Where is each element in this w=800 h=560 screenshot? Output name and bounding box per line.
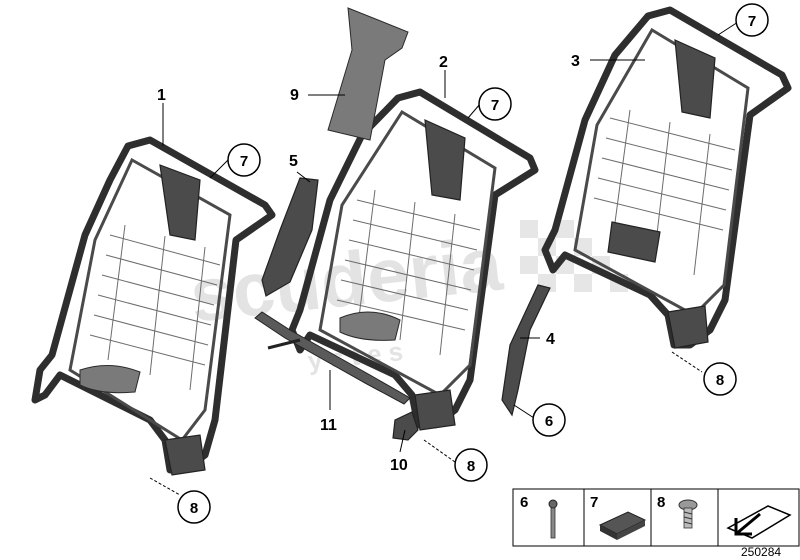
callout-circle-8-left: 8 — [177, 490, 211, 524]
svg-text:6: 6 — [545, 413, 553, 430]
svg-text:8: 8 — [190, 500, 198, 517]
svg-text:8: 8 — [657, 494, 665, 511]
side-cover-part — [501, 284, 551, 417]
screw-leaders — [149, 351, 703, 496]
seat-backrest-frame-right — [541, 6, 792, 349]
seat-backrest-frame-middle — [288, 88, 539, 431]
svg-text:8: 8 — [716, 372, 724, 389]
legend-cell-8: 8 — [657, 494, 698, 529]
svg-text:6: 6 — [520, 494, 528, 511]
callout-3: 3 — [571, 53, 580, 70]
backrest-wire-grid-left — [89, 224, 221, 391]
svg-text:7: 7 — [240, 153, 248, 170]
watermark: scuderia y s t e s — [186, 220, 628, 376]
document-number: 250284 — [741, 545, 781, 559]
circled-callouts: 7 7 7 8 8 8 6 — [177, 3, 769, 524]
callout-circle-8-middle: 8 — [454, 448, 488, 482]
callout-10: 10 — [390, 457, 408, 474]
callout-circle-7-right: 7 — [735, 3, 769, 37]
callout-2: 2 — [439, 54, 448, 71]
svg-text:8: 8 — [467, 458, 475, 475]
bolt-icon — [548, 499, 558, 539]
legend-cell-7: 7 — [590, 494, 647, 540]
legend-cell-arrow — [726, 505, 792, 539]
legend-cell-6: 6 — [520, 494, 558, 539]
bracket-part — [392, 411, 419, 441]
svg-text:7: 7 — [491, 97, 499, 114]
callout-11: 11 — [320, 417, 337, 434]
callout-4: 4 — [546, 331, 555, 348]
seat-backrest-frame-left — [31, 136, 276, 476]
backrest-plate-part — [327, 7, 409, 141]
callout-circle-6: 6 — [532, 403, 566, 437]
arrow-direction-icon — [726, 505, 792, 539]
callout-circle-7-middle: 7 — [478, 87, 512, 121]
leader-lines — [162, 21, 739, 453]
foam-pad-icon — [598, 511, 647, 540]
callout-1: 1 — [157, 87, 166, 104]
backrest-wire-grid-right — [593, 109, 736, 276]
cross-bar-part — [254, 311, 411, 405]
svg-text:7: 7 — [748, 13, 756, 30]
callout-9: 9 — [290, 87, 299, 104]
callout-5: 5 — [289, 153, 298, 170]
callout-labels: 1 2 3 4 5 9 10 11 — [157, 53, 580, 474]
screw-icon — [678, 499, 698, 529]
callout-circle-8-right: 8 — [703, 362, 737, 396]
parts-legend: 6 7 8 — [512, 488, 800, 547]
side-trim-part — [261, 177, 319, 297]
callout-circle-7-left: 7 — [227, 143, 261, 177]
svg-text:7: 7 — [590, 494, 598, 511]
backrest-wire-grid-middle — [336, 189, 481, 356]
